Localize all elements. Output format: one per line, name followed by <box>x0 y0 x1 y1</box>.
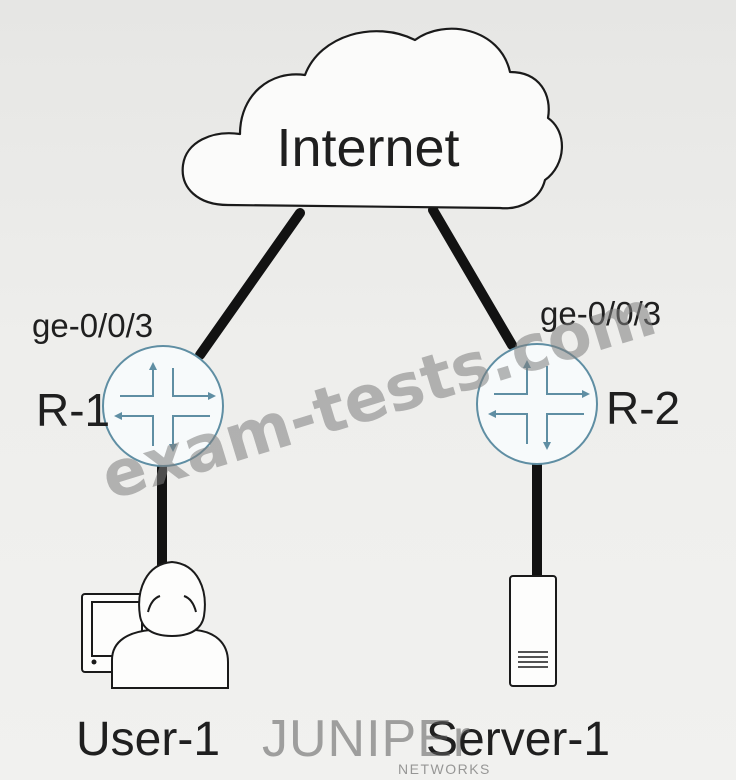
router-r1-name: R-1 <box>36 384 110 436</box>
router-r2-interface: ge-0/0/3 <box>540 295 661 332</box>
user-workstation-icon <box>81 560 229 689</box>
router-r1: R-1 ge-0/0/3 <box>32 307 224 467</box>
server-1-label: Server-1 <box>426 713 610 766</box>
router-r2-name: R-2 <box>606 382 680 434</box>
internet-label: Internet <box>276 118 459 178</box>
router-arrows-icon <box>488 360 590 450</box>
internet-cloud-icon: Internet <box>181 27 563 210</box>
link-internet-r2 <box>428 205 517 350</box>
router-r2: R-2 ge-0/0/3 <box>476 295 680 465</box>
router-arrows-icon <box>114 362 216 452</box>
router-r1-interface: ge-0/0/3 <box>32 307 153 344</box>
user-1-label: User-1 <box>76 713 220 766</box>
juniper-logo: JUNIPEr <box>262 710 471 768</box>
juniper-networks-subtext: NETWORKS <box>398 761 491 777</box>
server-icon <box>509 575 557 687</box>
link-internet-r1 <box>195 208 305 360</box>
